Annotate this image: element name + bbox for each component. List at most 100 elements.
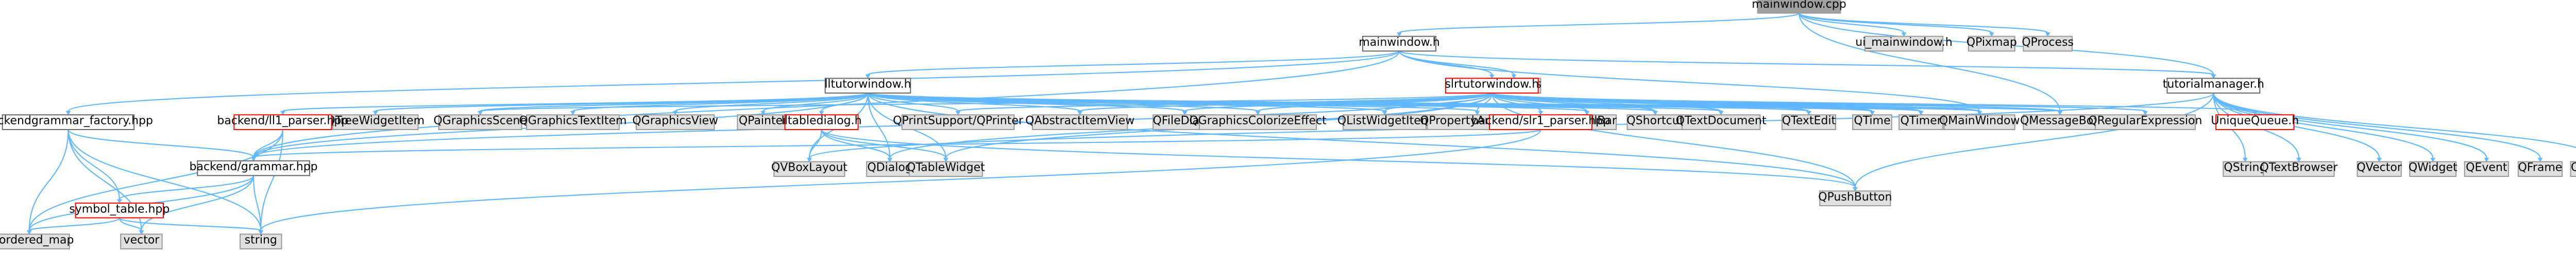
node-QPrintSupport-QPrinter: QPrintSupport/QPrinter — [893, 114, 1024, 130]
node-label: QObject — [2571, 161, 2576, 174]
node-ui-mainwindow-h: ui_mainwindow.h — [1855, 35, 1953, 52]
node-label: QWidget — [2409, 161, 2458, 174]
node-label: slrtutorwindow.h — [1445, 78, 1539, 91]
node-symbol-table-hpp[interactable]: symbol_table.hpp — [69, 202, 170, 219]
node-label: QMessageBox — [2020, 115, 2100, 128]
node-QTime: QTime — [1852, 114, 1892, 130]
node-QTextEdit: QTextEdit — [1781, 114, 1836, 130]
node-lltutorwindow-h[interactable]: lltutorwindow.h — [824, 78, 911, 94]
node-QGraphicsColorizeEffect: QGraphicsColorizeEffect — [1189, 114, 1327, 130]
node-QGraphicsTextItem: QGraphicsTextItem — [519, 114, 626, 130]
edge-backend_grammar_hpp-to-symbol_table_hpp — [116, 175, 255, 204]
edge-tutorialmanager_h-to-QEvent — [2213, 93, 2489, 162]
edge-tutorialmanager_h-to-QVector — [2213, 93, 2382, 162]
node-label: QFrame — [2518, 161, 2562, 174]
node-label: QTableWidget — [907, 161, 985, 174]
node-label: string — [245, 234, 277, 247]
node-QTreeWidgetItem: QTreeWidgetItem — [326, 114, 425, 130]
node-label: backend/slr1_parser.hpp — [1471, 115, 1610, 128]
node-label: QString — [2224, 161, 2266, 174]
edge-mainwindow_h-to-QSettings — [1398, 50, 1517, 79]
node-backendgrammar-factory-hpp[interactable]: backendgrammar_factory.hpp — [0, 114, 153, 130]
node-slrtutorwindow-h[interactable]: slrtutorwindow.h — [1445, 78, 1539, 94]
node-backend-grammar-hpp[interactable]: backend/grammar.hpp — [190, 160, 318, 176]
node-vector: vector — [120, 233, 163, 249]
node-QTextBrowser: QTextBrowser — [2260, 161, 2338, 177]
node-label: QProcess — [2022, 36, 2074, 49]
edge-mainwindow_cpp-to-ui_mainwindow_h — [1798, 13, 1907, 37]
node-label: QListWidgetItem — [1337, 115, 1432, 128]
node-label: QTextEdit — [1782, 115, 1836, 128]
node-label: backend/ll1_parser.hpp — [217, 115, 348, 128]
node-string: string — [240, 233, 282, 249]
node-label: QRegularExpression — [2088, 115, 2202, 128]
edge-slrtutorwindow_h-to-QShortcut — [1491, 92, 1658, 116]
edge-mainwindow_h-to-lltutorwindow_h — [865, 50, 1400, 79]
node-QString: QString — [2223, 161, 2268, 177]
node-label: backend/grammar.hpp — [190, 160, 318, 173]
edge-mainwindow_h-to-backendgrammar_factory_hpp — [65, 50, 1400, 116]
edge-lltutorwindow_h-to-QPainter — [760, 93, 869, 116]
node-UniqueQueue-h[interactable]: UniqueQueue.h — [2211, 114, 2299, 130]
edge-tutorialmanager_h-to-QObject — [2213, 93, 2576, 148]
edge-slrtutorwindow_h-to-QTextDocument — [1491, 92, 1724, 116]
edge-symbol_table_hpp-to-vector — [118, 218, 144, 235]
node-QTextDocument: QTextDocument — [1676, 114, 1767, 130]
edge-slrtutorwindow_h-to-QFileDialog — [1182, 92, 1493, 116]
node-label: QPainter — [739, 115, 788, 128]
edge-slrtutorwindow_h-to-backend_slr1_parser_hpp — [1491, 93, 1544, 116]
node-backend-ll1-parser-hpp[interactable]: backend/ll1_parser.hpp — [217, 114, 348, 130]
node-tutorialmanager-h[interactable]: tutorialmanager.h — [2163, 78, 2264, 94]
node-label: QGraphicsView — [632, 115, 718, 128]
edge-symbol_table_hpp-to-string — [118, 217, 264, 235]
node-QFrame: QFrame — [2517, 161, 2563, 177]
edge-lltutorwindow_h-to-backend_ll1_parser_hpp — [280, 92, 869, 116]
edge-tutorialmanager_h-to-QFrame — [2213, 93, 2543, 162]
edge-mainwindow_h-to-tutorialmanager_h — [1398, 50, 2216, 79]
node-label: QTextDocument — [1676, 115, 1767, 128]
node-QVector: QVector — [2357, 161, 2402, 177]
edge-mainwindow_cpp-to-mainwindow_h — [1397, 12, 1800, 37]
node-QPainter: QPainter — [737, 114, 789, 130]
node-label: QGraphicsColorizeEffect — [1189, 115, 1327, 128]
node-mainwindow-h[interactable]: mainwindow.h — [1359, 35, 1440, 52]
node-label: symbol_table.hpp — [69, 203, 170, 215]
node-QTableWidget: QTableWidget — [907, 161, 985, 177]
edge-lltabledialog_h-to-QPushButton — [821, 129, 1858, 192]
edge-mainwindow_cpp-to-QProcess — [1798, 12, 2050, 37]
node-label: mainwindow.h — [1359, 36, 1439, 49]
edge-lltutorwindow_h-to-QTreeWidgetItem — [372, 92, 869, 116]
edge-lltutorwindow_h-to-QGraphicsTextItem — [570, 92, 869, 116]
node-mainwindow-cpp[interactable]: mainwindow.cpp — [1752, 0, 1846, 14]
edge-mainwindow_cpp-to-QPixmap — [1798, 12, 1994, 37]
node-label: QDialog — [867, 161, 912, 174]
node-label: unordered_map — [0, 234, 74, 247]
node-QMainWindow: QMainWindow — [1939, 114, 2020, 130]
node-label: tutorialmanager.h — [2163, 78, 2264, 91]
edge-slrtutorwindow_h-to-QGraphicsColorizeEffect — [1255, 92, 1493, 116]
node-label: QPushButton — [1818, 191, 1892, 204]
node-lltabledialog-h[interactable]: lltabledialog.h — [782, 114, 862, 130]
node-QMessageBox: QMessageBox — [2020, 114, 2100, 130]
node-label: QShortcut — [1626, 115, 1684, 128]
node-QObject: QObject — [2570, 161, 2576, 177]
node-QPixmap: QPixmap — [1967, 35, 2017, 52]
node-label: vector — [124, 234, 160, 247]
node-label: QTextBrowser — [2260, 161, 2338, 174]
node-QWidget: QWidget — [2409, 161, 2458, 177]
edge-backend_slr1_parser_hpp-to-backend_grammar_hpp — [251, 129, 1541, 161]
node-label: QPrintSupport/QPrinter — [893, 115, 1024, 128]
node-label: QMainWindow — [1939, 115, 2020, 128]
node-backend-slr1-parser-hpp[interactable]: backend/slr1_parser.hpp — [1471, 114, 1610, 130]
node-label: QTreeWidgetItem — [326, 115, 425, 128]
node-label: backendgrammar_factory.hpp — [0, 115, 153, 128]
edge-slrtutorwindow_h-to-QAbstractItemView — [1077, 92, 1493, 116]
edge-lltutorwindow_h-to-QGraphicsView — [672, 92, 869, 116]
node-QDialog: QDialog — [866, 161, 914, 177]
node-label: QGraphicsTextItem — [519, 115, 626, 128]
node-label: UniqueQueue.h — [2211, 115, 2299, 128]
edge-slrtutorwindow_h-to-QPrintSupport_QPrinter — [955, 92, 1493, 116]
node-label: QEvent — [2466, 161, 2507, 174]
